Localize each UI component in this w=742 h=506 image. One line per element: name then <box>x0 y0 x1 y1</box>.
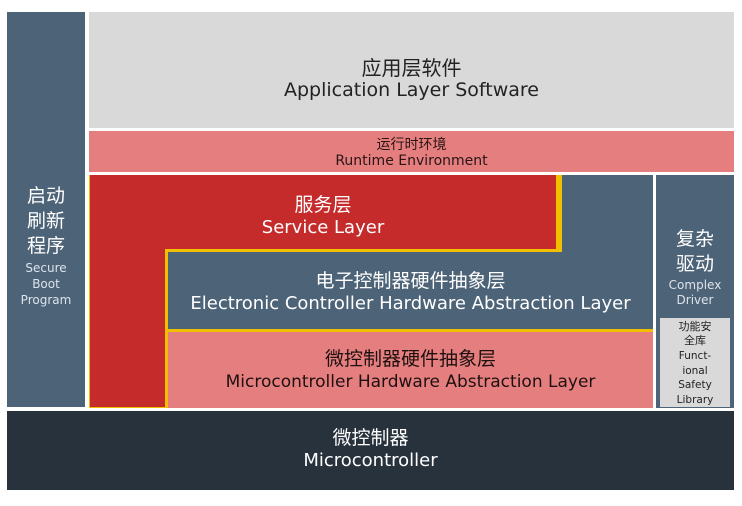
service-layer-left-arm <box>90 249 165 407</box>
application-layer-block: 应用层软件 Application Layer Software <box>89 12 734 128</box>
complex-driver-en: Complex Driver <box>668 278 722 307</box>
application-layer-cn: 应用层软件 <box>361 56 462 80</box>
safety-library-cn: 功能安 全库 <box>678 320 712 347</box>
runtime-environment-cn: 运行时环境 <box>376 137 447 153</box>
service-layer-block: 服务层 Service Layer <box>90 175 556 249</box>
runtime-environment-block: 运行时环境 Runtime Environment <box>89 131 734 172</box>
service-layer-cn: 服务层 <box>294 194 352 216</box>
mcal-cn: 微控制器硬件抽象层 <box>324 348 496 370</box>
microcontroller-block: 微控制器 Microcontroller <box>7 411 734 490</box>
secure-boot-cn: 启动 刷新 程序 <box>26 185 65 257</box>
service-layer-en: Service Layer <box>261 217 385 238</box>
application-layer-en: Application Layer Software <box>284 79 539 101</box>
mcal-block: 微控制器硬件抽象层 Microcontroller Hardware Abstr… <box>168 332 653 408</box>
ecu-abstraction-en: Electronic Controller Hardware Abstracti… <box>190 293 631 314</box>
runtime-environment-en: Runtime Environment <box>335 153 488 169</box>
functional-safety-library-block: 功能安 全库 Funct- ional Safety Library <box>660 318 730 407</box>
ecu-abstraction-layer-block: 电子控制器硬件抽象层 Electronic Controller Hardwar… <box>168 252 653 329</box>
ecu-abstraction-cn: 电子控制器硬件抽象层 <box>315 270 506 292</box>
secure-boot-block: 启动 刷新 程序 Secure Boot Program <box>7 12 85 407</box>
safety-library-en: Funct- ional Safety Library <box>676 350 714 406</box>
ecu-abstraction-upper-arm <box>562 175 653 255</box>
microcontroller-en: Microcontroller <box>303 450 438 471</box>
microcontroller-cn: 微控制器 <box>332 427 409 449</box>
complex-driver-cn: 复杂 驱动 <box>675 228 714 275</box>
mcal-en: Microcontroller Hardware Abstraction Lay… <box>225 372 596 392</box>
secure-boot-en: Secure Boot Program <box>20 261 72 307</box>
